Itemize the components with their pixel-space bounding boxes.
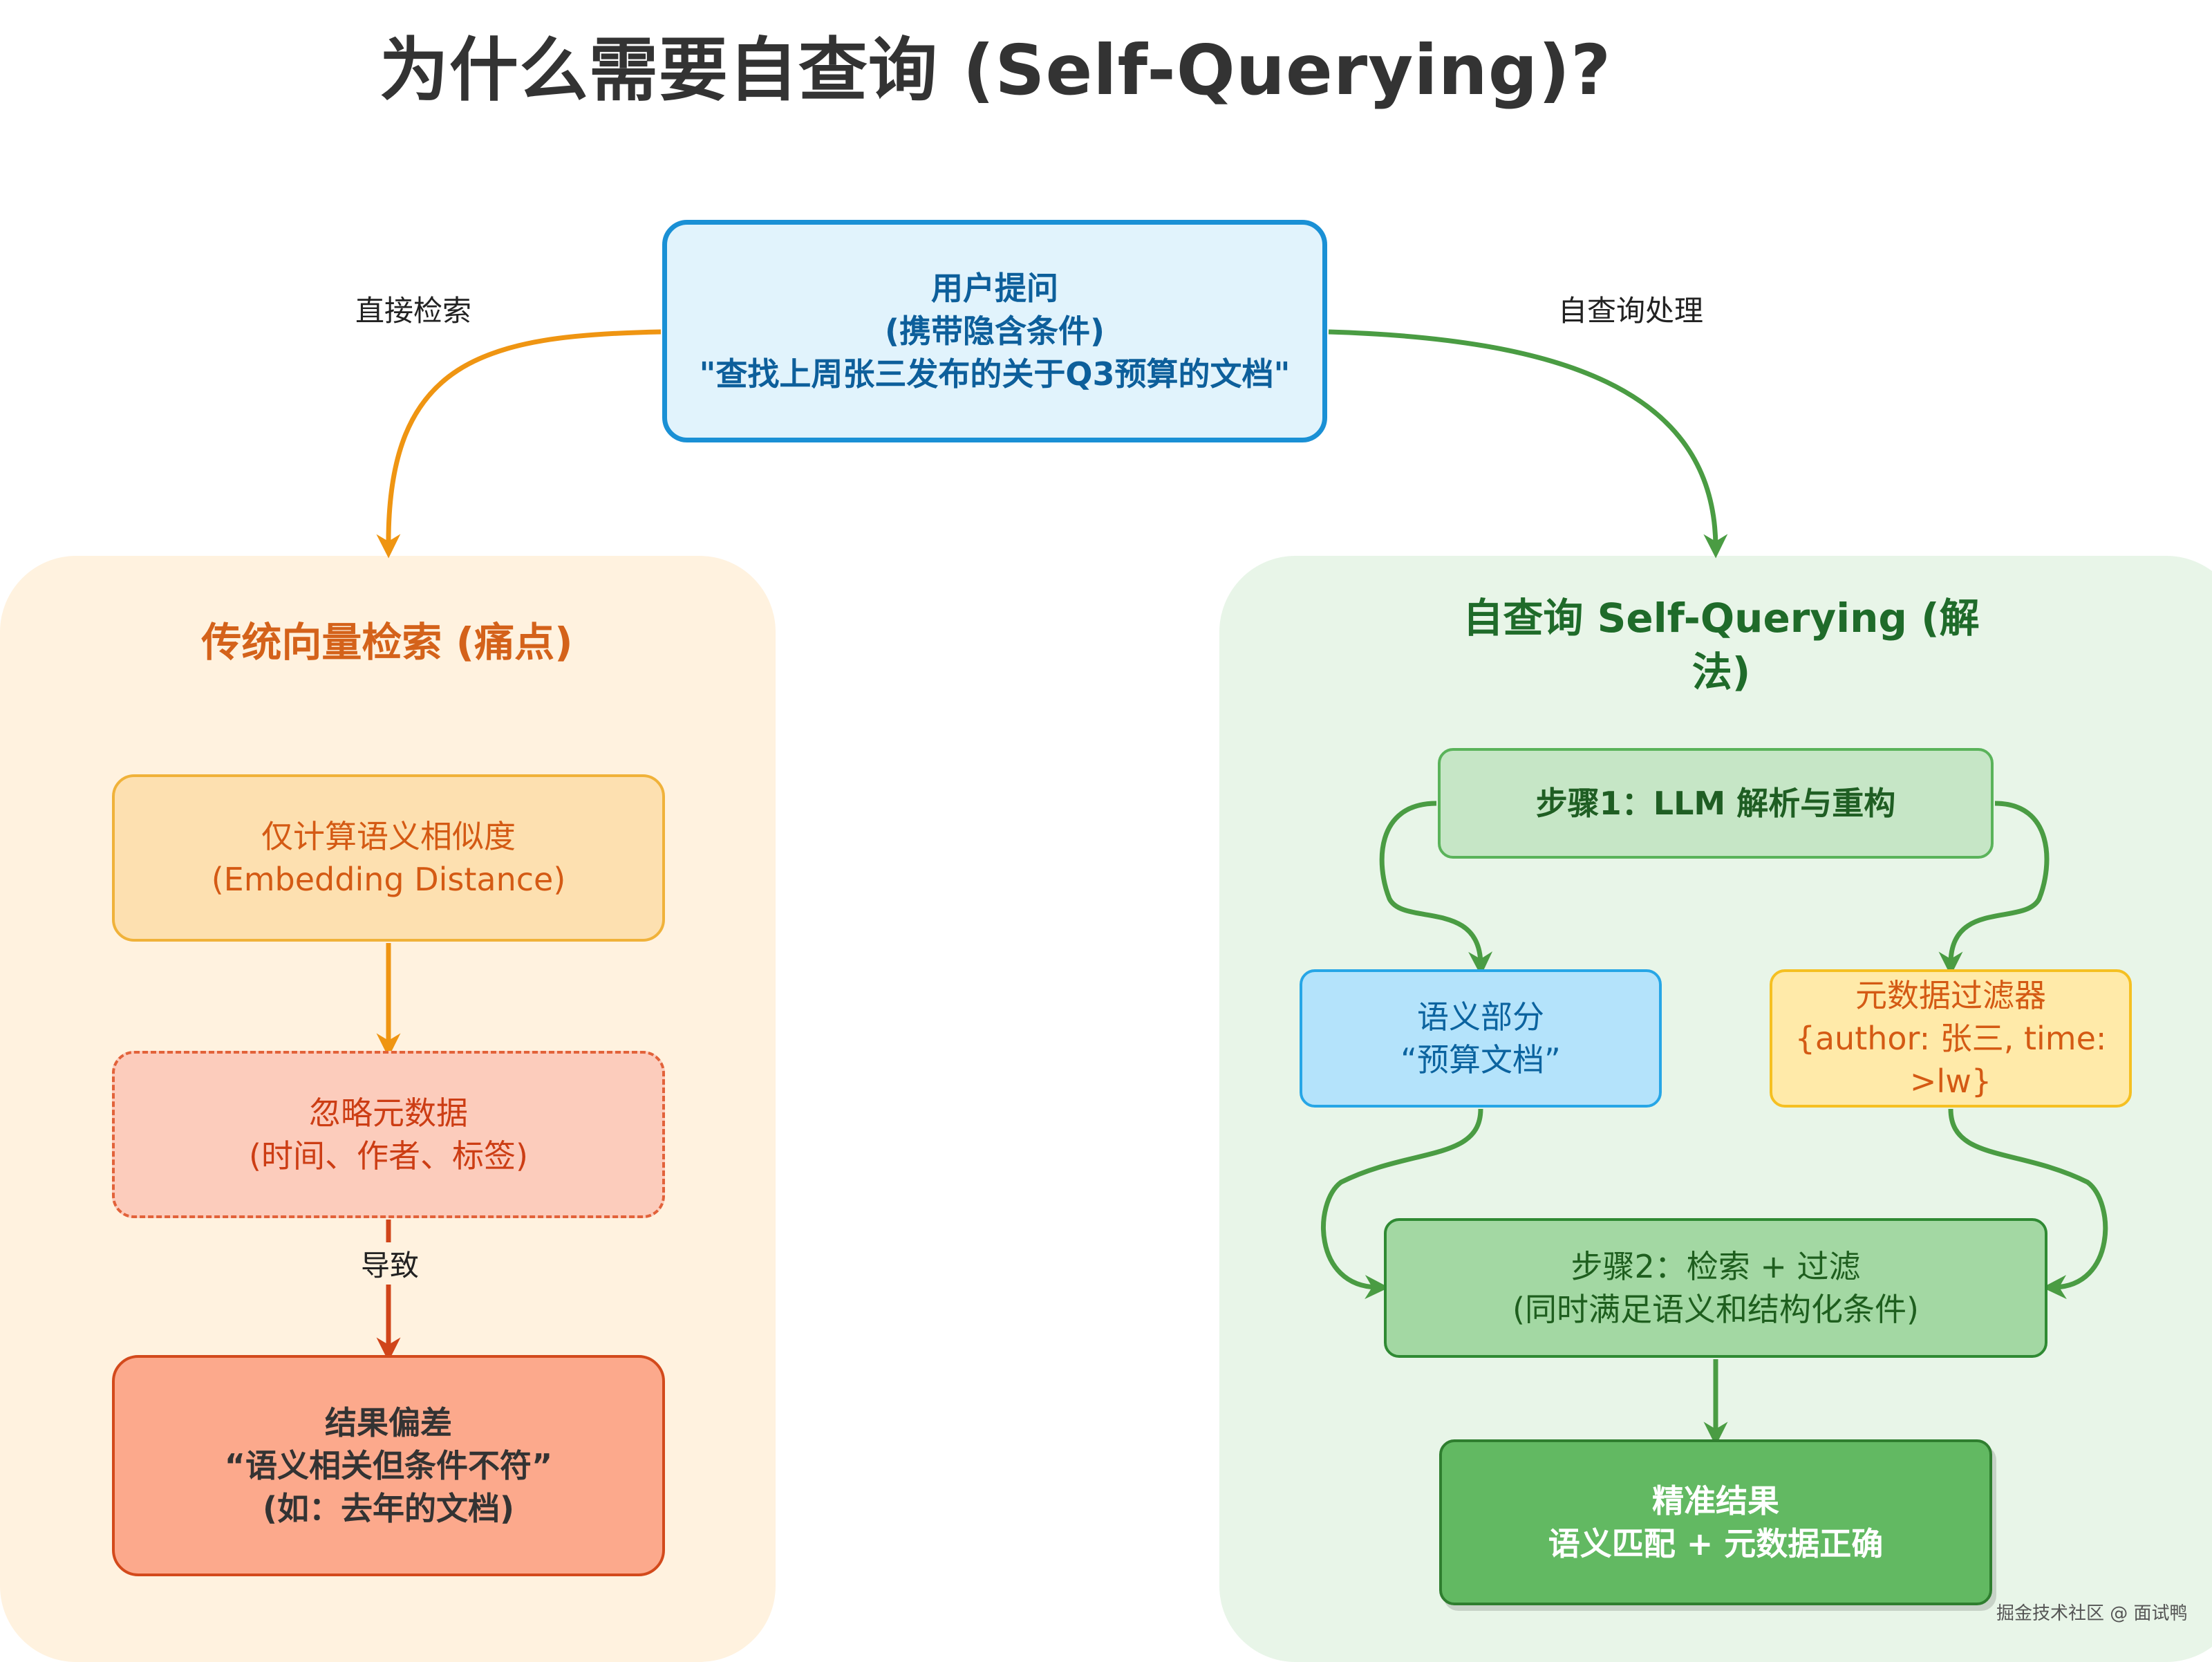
retrieve-filter-step-node: 步骤2：检索 + 过滤 (同时满足语义和结构化条件) <box>1384 1218 2047 1358</box>
ignore-metadata-node: 忽略元数据 (时间、作者、标签) <box>112 1051 665 1218</box>
llm-parse-step-node: 步骤1：LLM 解析与重构 <box>1438 748 1994 859</box>
biased-result-node: 结果偏差 “语义相关但条件不符” (如：去年的文档) <box>112 1355 665 1576</box>
arrow-user-to-traditional <box>376 329 662 559</box>
edge-label-leads-to: 导致 <box>358 1242 422 1285</box>
edge-label-direct-retrieval: 直接检索 <box>355 294 472 328</box>
page-title: 为什么需要自查询 (Self-Querying)? <box>379 30 1612 111</box>
semantic-part-node: 语义部分 “预算文档” <box>1300 969 1662 1108</box>
arrow-metadata-to-step2 <box>1948 1108 2108 1300</box>
accurate-result-node: 精准结果 语义匹配 + 元数据正确 <box>1439 1439 1992 1605</box>
arrow-user-to-self-query <box>1328 329 1728 559</box>
arrow-step1-to-semantic <box>1379 801 1493 976</box>
semantic-similarity-node: 仅计算语义相似度 (Embedding Distance) <box>112 774 665 942</box>
traditional-panel-title: 传统向量检索 (痛点) <box>201 619 573 666</box>
edge-label-self-query-processing: 自查询处理 <box>1558 294 1704 328</box>
watermark: 掘金技术社区 @ 面试鸭 <box>1996 1603 2188 1624</box>
metadata-filter-node: 元数据过滤器 {author: 张三, time: >lw} <box>1770 969 2132 1108</box>
user-query-node: 用户提问 (携带隐含条件) "查找上周张三发布的关于Q3预算的文档" <box>662 220 1327 442</box>
arrow-semantic-to-step2 <box>1321 1108 1483 1300</box>
self-query-panel-title: 自查询 Self-Querying (解 法) <box>1463 595 1980 696</box>
arrow-step1-to-metadata <box>1938 801 2050 976</box>
